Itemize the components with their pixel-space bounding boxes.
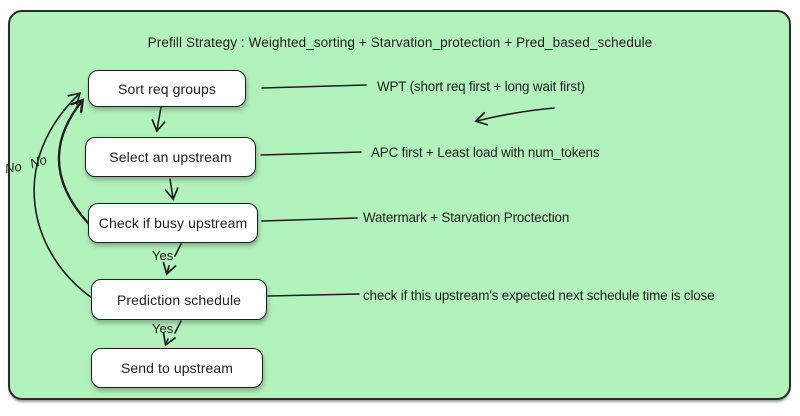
diagram-title: Prefill Strategy : Weighted_sorting + St… — [147, 35, 653, 50]
node-label: Select an upstream — [109, 149, 232, 165]
node-check-if-busy-upstream[interactable]: Check if busy upstream — [88, 203, 258, 243]
annotation-wpt: WPT (short req first + long wait first) — [377, 79, 585, 94]
node-send-to-upstream[interactable]: Send to upstream — [91, 348, 263, 388]
node-select-an-upstream[interactable]: Select an upstream — [85, 137, 256, 177]
edge-label-no-outer: No — [3, 158, 23, 177]
edge-label-yes-1: Yes — [152, 248, 174, 263]
node-label: Prediction schedule — [116, 291, 242, 308]
node-sort-req-groups[interactable]: Sort req groups — [88, 70, 246, 107]
node-label: Check if busy upstream — [98, 215, 248, 231]
annotation-apc: APC first + Least load with num_tokens — [371, 145, 600, 160]
node-label: Send to upstream — [120, 360, 234, 376]
edge-label-yes-2: Yes — [152, 321, 174, 336]
annotation-prediction-check: check if this upstream's expected next s… — [363, 288, 715, 303]
node-label: Sort req groups — [118, 80, 216, 97]
annotation-watermark: Watermark + Starvation Proctection — [363, 210, 570, 225]
node-prediction-schedule[interactable]: Prediction schedule — [91, 279, 267, 320]
